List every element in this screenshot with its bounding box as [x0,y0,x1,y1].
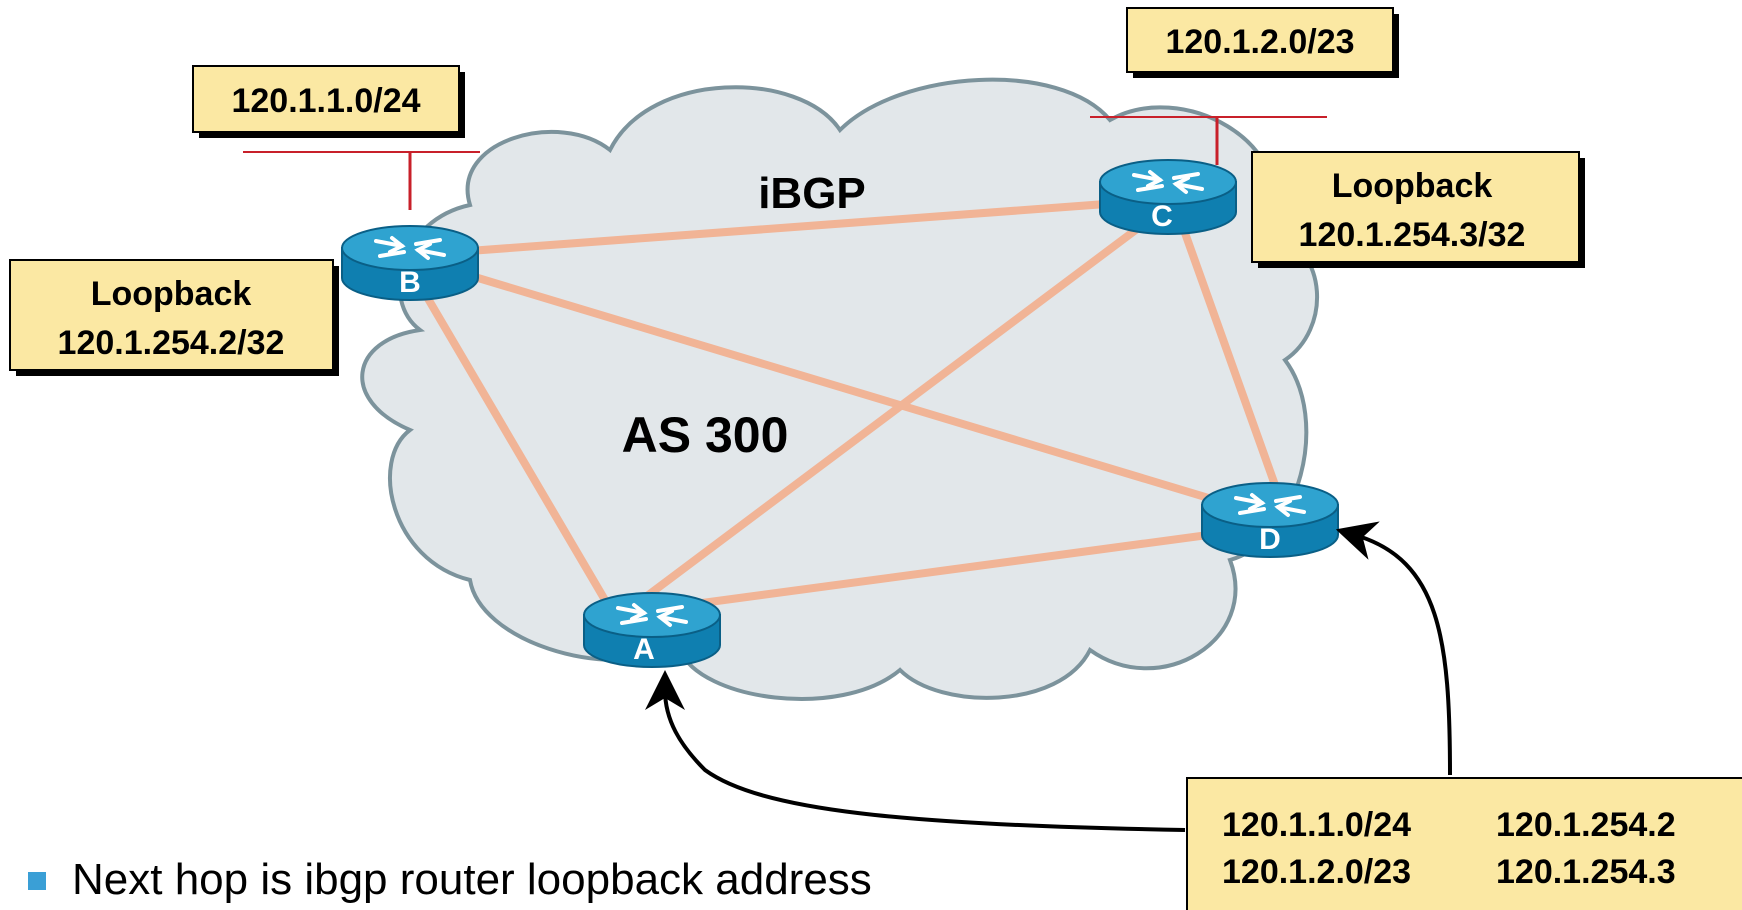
rt-row2-next-hop: 120.1.254.3 [1496,853,1676,891]
router-d-label: D [1259,523,1281,556]
rt-row2-prefix: 120.1.2.0/23 [1222,853,1411,891]
prefix-box-b: 120.1.1.0/24 [192,65,465,138]
prefix-box-c: 120.1.2.0/23 [1126,7,1399,78]
arrow-to-d [1335,521,1452,776]
link-b-a [406,264,609,604]
router-b-label: B [399,266,421,299]
router-a[interactable]: A [582,591,722,669]
link-b-d [421,258,1269,519]
prefix-b-text: 120.1.1.0/24 [231,82,420,120]
rt-row1-prefix: 120.1.1.0/24 [1222,806,1411,844]
router-c-label: C [1151,200,1173,233]
loopback-c-line2: 120.1.254.3/32 [1299,216,1526,254]
link-b-c [411,196,1164,259]
loopback-box-b: Loopback 120.1.254.2/32 [9,259,339,376]
prefix-box-c-bg [1126,7,1394,73]
loopback-box-b-bg [9,259,334,371]
square-bullet-icon [28,872,46,890]
ibgp-label: iBGP [758,169,866,218]
link-a-d [646,524,1264,614]
routing-table-bg [1186,777,1742,910]
arrow-to-a [645,670,1186,832]
router-d[interactable]: D [1200,481,1340,559]
link-c-a [631,204,1169,609]
link-c-d [1171,201,1279,489]
router-b[interactable]: B [340,224,480,302]
routing-table-box: 120.1.1.0/24 120.1.254.2 120.1.2.0/23 12… [1186,777,1742,910]
prefix-c-text: 120.1.2.0/23 [1165,23,1354,61]
loopback-b-line1: Loopback [91,275,252,313]
loopback-c-line1: Loopback [1332,167,1493,205]
loopback-b-line2: 120.1.254.2/32 [58,324,285,362]
as-label: AS 300 [622,407,789,463]
prefix-box-b-bg [192,65,460,133]
rt-row1-next-hop: 120.1.254.2 [1496,806,1676,844]
router-a-label: A [633,633,655,666]
router-c[interactable]: C [1098,158,1238,236]
bullet-text: Next hop is ibgp router loopback address [72,855,872,904]
loopback-box-c-bg [1251,151,1580,263]
loopback-box-c: Loopback 120.1.254.3/32 [1251,151,1585,268]
